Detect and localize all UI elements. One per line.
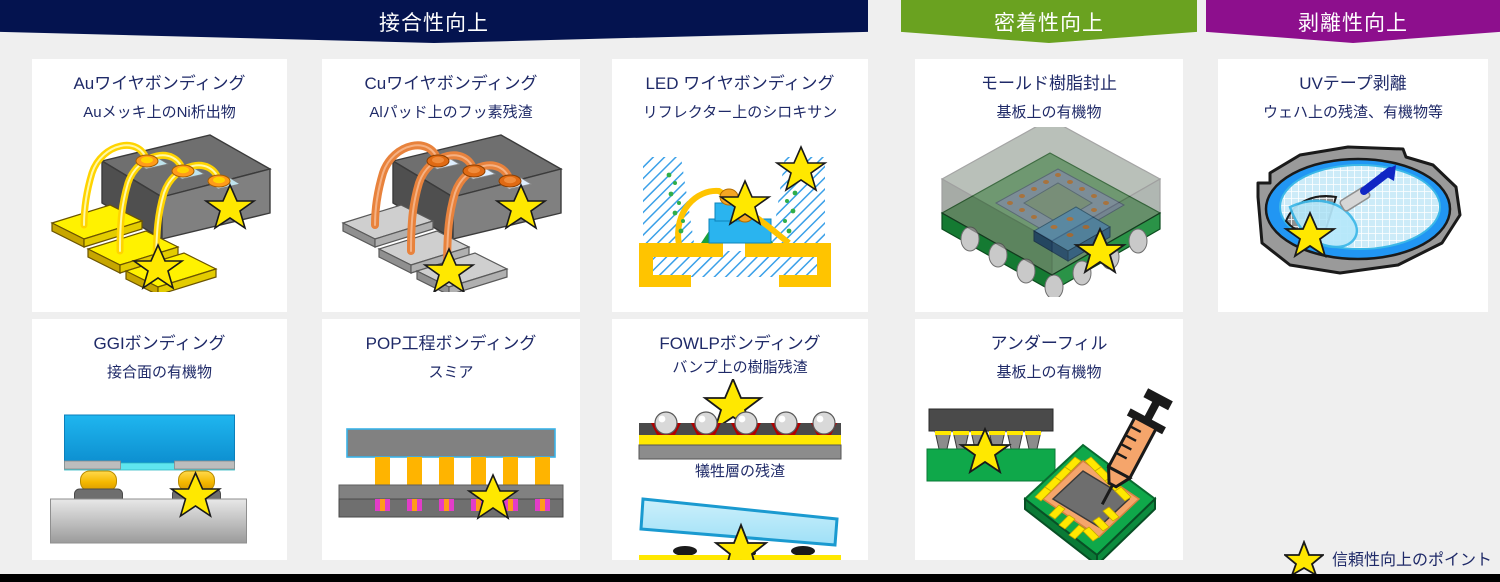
card-title: Cuワイヤボンディング	[364, 74, 538, 93]
card-subtitle: Alパッド上のフッ素残渣	[369, 104, 533, 121]
column-group-peeling: UVテープ剥離 ウェハ上の残渣、有機物等	[1206, 47, 1500, 572]
card-au-wire-bonding[interactable]: Auワイヤボンディング Auメッキ上のNi析出物	[32, 59, 287, 312]
card-title: モールド樹脂封止	[981, 74, 1117, 93]
illustration-underfill	[915, 385, 1183, 560]
star-icon	[131, 183, 256, 290]
illustration-uv-tape-peel	[1218, 125, 1488, 312]
illustration-pop-bonding	[322, 385, 580, 560]
header-adhesion-label: 密着性向上	[994, 12, 1104, 35]
card-cu-wire-bonding[interactable]: Cuワイヤボンディング Alパッド上のフッ素残渣	[322, 59, 580, 312]
card-subtitle: Auメッキ上のNi析出物	[83, 104, 236, 121]
illustration-au-wire-bonding	[32, 125, 287, 312]
illustration-fowlp-bonding: 犠牲層の残渣	[612, 379, 868, 560]
card-pop-bonding[interactable]: POP工程ボンディング スミア	[322, 319, 580, 560]
illustration-led-wire-bonding	[612, 125, 868, 312]
card-led-wire-bonding[interactable]: LED ワイヤボンディング リフレクター上のシロキサン	[612, 59, 868, 312]
column-group-adhesion: モールド樹脂封止 基板上の有機物	[901, 47, 1197, 572]
star-icon	[168, 471, 222, 518]
illustration-ggi-bonding	[32, 385, 287, 560]
illustration-mold-resin-seal	[915, 125, 1183, 312]
star-icon	[1283, 540, 1324, 576]
legend-label: 信頼性向上のポイント	[1331, 552, 1492, 569]
bottom-bar	[0, 574, 1500, 582]
card-subtitle: ウェハ上の残渣、有機物等	[1262, 104, 1443, 121]
header-peeling: 剥離性向上	[1206, 0, 1500, 43]
card-subtitle: 接合面の有機物	[106, 364, 212, 381]
header-peeling-label: 剥離性向上	[1298, 12, 1408, 35]
card-subtitle: リフレクター上のシロキサン	[642, 104, 838, 121]
card-subtitle: 基板上の有機物	[996, 364, 1102, 381]
card-underfill[interactable]: アンダーフィル 基板上の有機物	[915, 319, 1183, 560]
star-icon	[718, 145, 828, 226]
star-icon	[1283, 210, 1337, 259]
header-adhesion: 密着性向上	[901, 0, 1197, 43]
header-bonding: 接合性向上	[0, 0, 868, 43]
star-icon	[466, 473, 520, 520]
card-uv-tape-peel[interactable]: UVテープ剥離 ウェハ上の残渣、有機物等	[1218, 59, 1488, 312]
card-title: アンダーフィル	[990, 334, 1108, 353]
card-ggi-bonding[interactable]: GGIボンディング 接合面の有機物	[32, 319, 287, 560]
card-title: LED ワイヤボンディング	[645, 74, 835, 93]
card-title: GGIボンディング	[93, 334, 226, 353]
card-title: Auワイヤボンディング	[73, 74, 246, 93]
card-mold-resin-seal[interactable]: モールド樹脂封止 基板上の有機物	[915, 59, 1183, 312]
header-bonding-label: 接合性向上	[379, 12, 489, 35]
card-subtitle: バンプ上の樹脂残渣	[672, 359, 808, 376]
legend: 信頼性向上のポイント	[1283, 540, 1492, 576]
illustration-cu-wire-bonding	[322, 125, 580, 312]
card-title: POP工程ボンディング	[365, 334, 537, 353]
card-subtitle-2: 犠牲層の残渣	[694, 463, 785, 480]
star-icon	[1073, 226, 1127, 275]
column-group-bonding: Auワイヤボンディング Auメッキ上のNi析出物	[0, 47, 868, 572]
card-title: FOWLPボンディング	[659, 334, 821, 353]
card-subtitle: スミア	[428, 364, 474, 381]
card-subtitle: 基板上の有機物	[996, 104, 1102, 121]
card-fowlp-bonding[interactable]: FOWLPボンディング バンプ上の樹脂残渣	[612, 319, 868, 560]
star-icon	[958, 426, 1012, 475]
card-title: UVテープ剥離	[1299, 74, 1407, 93]
star-icon	[713, 522, 769, 560]
star-icon	[422, 183, 548, 292]
